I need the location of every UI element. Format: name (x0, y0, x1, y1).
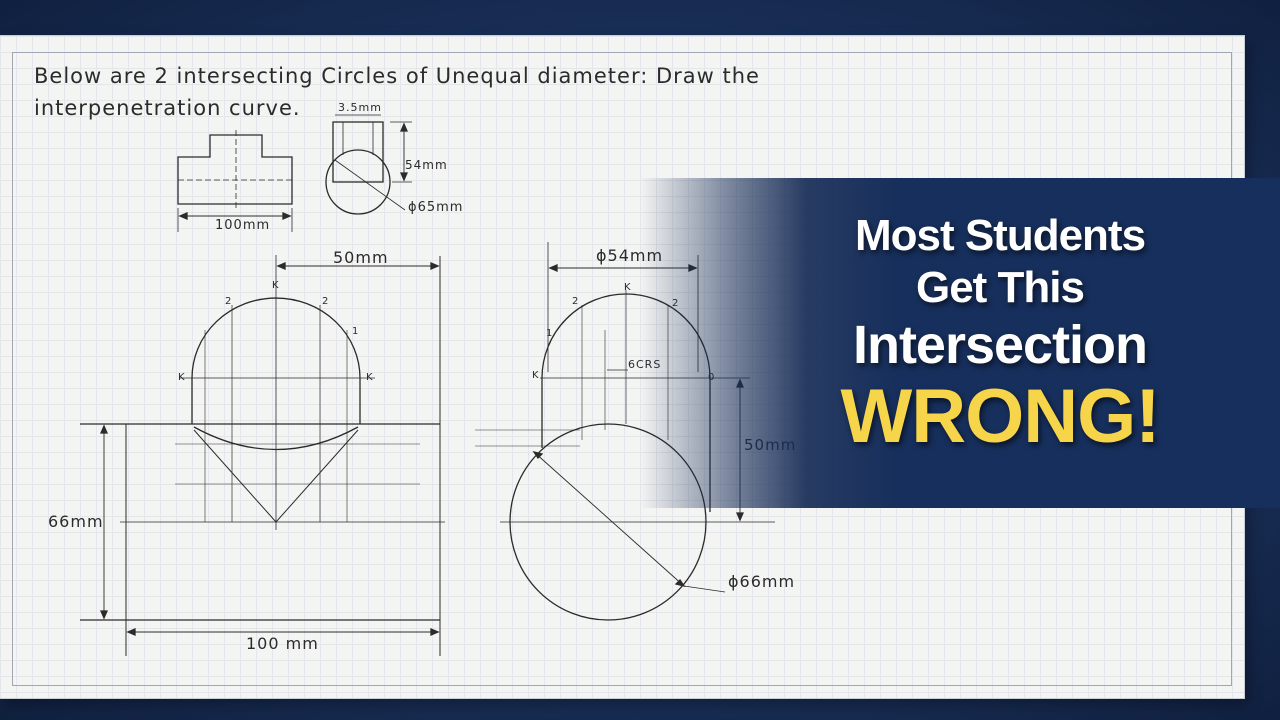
label-k-right-front: K (366, 372, 374, 383)
given-side-view (325, 114, 412, 215)
label-1-right-front: 1 (352, 326, 360, 337)
label-k-left-side: K (532, 370, 540, 381)
dim-100mm-given: 100mm (215, 218, 271, 233)
headline-line-2: Get This (915, 263, 1085, 312)
headline: Most Students Get This Intersection WRON… (780, 210, 1220, 458)
dim-54mm: 54mm (405, 158, 448, 172)
dim-d65mm: ϕ65mm (408, 200, 464, 215)
label-k-top-front: K (272, 280, 280, 291)
given-front-view (177, 130, 293, 232)
dim-3-5mm: 3.5mm (338, 101, 382, 114)
label-2-left-front: 2 (225, 296, 233, 307)
label-2-left-side: 2 (572, 296, 580, 307)
headline-line-3: Intersection (852, 315, 1148, 375)
headline-line-1: Most Students (854, 211, 1146, 260)
label-1-left-side: 1 (546, 328, 554, 339)
headline-banner (640, 178, 1280, 508)
dim-d66mm-side: ϕ66mm (728, 572, 796, 591)
headline-line-4: WRONG! (840, 374, 1160, 459)
label-k-left-front: K (178, 372, 186, 383)
dim-50mm-front: 50mm (333, 248, 389, 267)
dim-100mm-front: 100 mm (246, 634, 319, 653)
label-2-right-front: 2 (322, 296, 330, 307)
instruction-line-1: Below are 2 intersecting Circles of Uneq… (34, 64, 760, 88)
dim-66mm-front: 66mm (48, 512, 104, 531)
label-k-top-side: K (624, 282, 632, 293)
instruction-line-2: interpenetration curve. (34, 96, 301, 120)
front-view (80, 255, 445, 656)
